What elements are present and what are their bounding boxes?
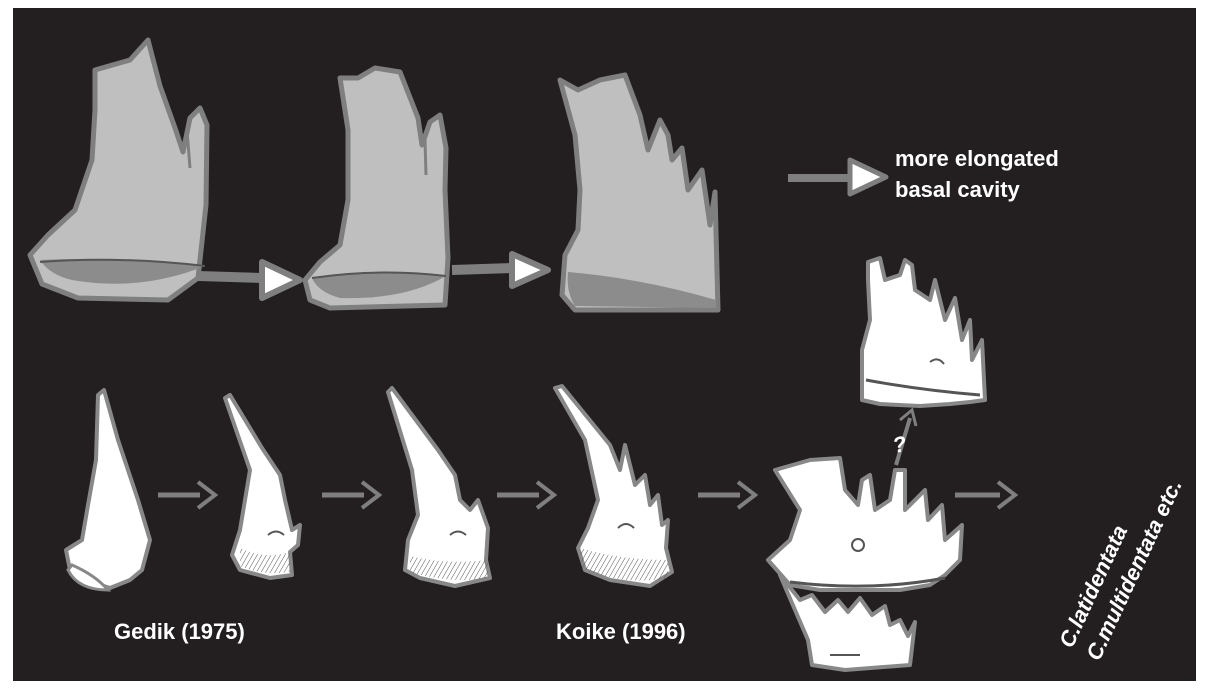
elongated-basal-cavity-label: more elongated basal cavity — [895, 143, 1059, 205]
arrow-top-2 — [452, 254, 548, 286]
arrow-bottom-1 — [158, 482, 215, 508]
arrow-bottom-3 — [497, 482, 554, 508]
koike-label: Koike (1996) — [556, 619, 686, 645]
bottom-element-1 — [66, 390, 150, 590]
arrow-bottom-2 — [322, 482, 379, 508]
arrow-bottom-5 — [955, 482, 1015, 508]
arrow-bottom-4 — [698, 482, 755, 508]
elongated-line1: more elongated — [895, 143, 1059, 174]
arrow-top-1 — [198, 262, 300, 298]
elongated-line2: basal cavity — [895, 174, 1059, 205]
bottom-element-4 — [555, 386, 672, 586]
bottom-element-2 — [225, 395, 300, 578]
upper-right-element — [862, 258, 985, 406]
gedik-label: Gedik (1975) — [114, 619, 245, 645]
top-element-3 — [560, 75, 718, 310]
top-element-2 — [305, 68, 448, 308]
top-element-1 — [30, 40, 207, 300]
bottom-element-3 — [388, 388, 490, 586]
bottom-element-5 — [768, 458, 962, 590]
arrow-elongated — [788, 160, 886, 194]
